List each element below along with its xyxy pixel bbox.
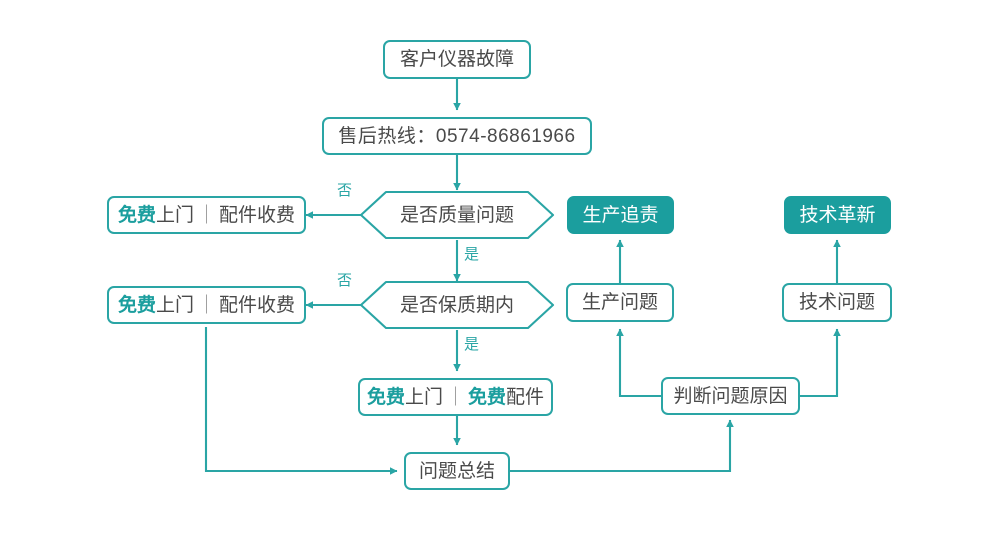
separator-2: ｜ [197, 294, 217, 316]
node-technical-problem[interactable]: 技术问题 [782, 283, 892, 322]
node-decision-quality[interactable]: 是否质量问题 [358, 189, 556, 241]
separator-3: ｜ [445, 386, 465, 408]
edge-label-quality-no: 否 [337, 182, 353, 199]
node-production-problem-label: 生产问题 [581, 292, 658, 313]
edge-label-warranty-yes: 是 [464, 336, 480, 353]
separator-1: ｜ [197, 204, 217, 226]
node-start-label: 客户仪器故障 [399, 49, 514, 70]
visit-label-1: 上门 [155, 204, 194, 226]
node-hotline[interactable]: 售后热线：0574-86861966 [322, 117, 592, 155]
edge-label-warranty-no: 否 [337, 272, 353, 289]
node-decision-warranty[interactable]: 是否保质期内 [358, 279, 556, 331]
node-judge-cause-label: 判断问题原因 [673, 385, 788, 407]
node-free-visit-free-parts[interactable]: 免费上门｜免费配件 [358, 378, 553, 416]
node-technical-innovation[interactable]: 技术革新 [784, 196, 891, 234]
paid-parts-label-1: 配件收费 [219, 204, 296, 226]
node-production-accountability-label: 生产追责 [582, 204, 659, 226]
edge-judge-to-production [616, 328, 661, 398]
free-label-1: 免费 [117, 204, 156, 226]
node-hotline-label: 售后热线：0574-86861966 [338, 125, 576, 147]
visit-label-3: 上门 [404, 386, 443, 408]
diamond-shape-warranty [359, 280, 555, 330]
node-technical-innovation-label: 技术革新 [799, 204, 876, 226]
paid-parts-label-2: 配件收费 [219, 294, 296, 316]
node-decision-quality-label: 是否质量问题 [399, 204, 514, 226]
node-judge-cause[interactable]: 判断问题原因 [661, 377, 800, 415]
node-production-problem[interactable]: 生产问题 [566, 283, 674, 322]
free-label-3b: 免费 [468, 386, 507, 408]
node-problem-summary-label: 问题总结 [418, 460, 495, 482]
node-decision-warranty-label: 是否保质期内 [399, 294, 514, 316]
edge-summary-to-judge [510, 419, 734, 473]
node-free-visit-paid-parts-2[interactable]: 免费上门｜配件收费 [107, 286, 306, 324]
edge-judge-to-technical [800, 328, 841, 398]
edge-label-quality-yes: 是 [464, 246, 480, 263]
parts-label-3: 配件 [506, 386, 545, 408]
free-label-2: 免费 [117, 294, 156, 316]
node-problem-summary[interactable]: 问题总结 [404, 452, 510, 490]
node-free-visit-paid-parts-1[interactable]: 免费上门｜配件收费 [107, 196, 306, 234]
node-start[interactable]: 客户仪器故障 [383, 40, 531, 79]
node-technical-problem-label: 技术问题 [798, 292, 875, 313]
diamond-shape-quality [359, 190, 555, 240]
visit-label-2: 上门 [155, 294, 194, 316]
free-label-3a: 免费 [366, 386, 405, 408]
node-production-accountability[interactable]: 生产追责 [567, 196, 674, 234]
